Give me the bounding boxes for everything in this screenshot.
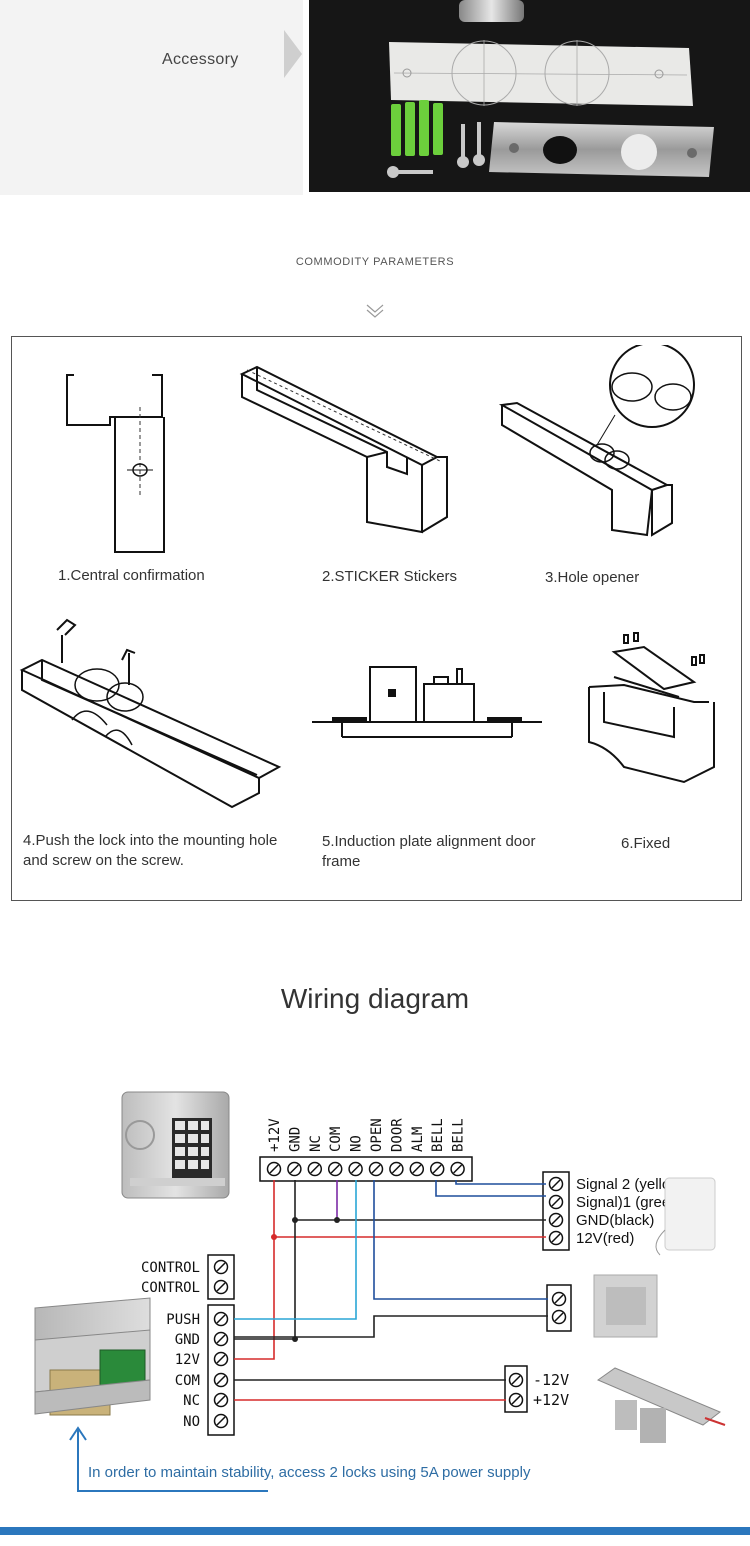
step-3-illustration [498, 345, 695, 537]
keypad-terminal-label: GND [287, 1127, 303, 1152]
wiring-diagram-title: Wiring diagram [280, 983, 470, 1014]
sensor-label: GND(black) [576, 1212, 654, 1229]
step-2-caption: 2.STICKER Stickers [322, 568, 458, 585]
psu-terminal-screw-slot [216, 1354, 226, 1364]
psu-label: 12V [175, 1352, 201, 1368]
access-keypad-image [121, 1091, 230, 1199]
chevron-right-icon [284, 30, 302, 78]
keypad-terminal-screw-slot [289, 1164, 299, 1174]
psu-label: PUSH [166, 1312, 200, 1328]
psu-terminal-block [207, 1304, 235, 1436]
accessory-photo [309, 0, 750, 192]
psu-label: CONTROL [141, 1280, 200, 1296]
keypad-terminal-screw-slot [351, 1164, 361, 1174]
accessory-label-panel: Accessory [0, 0, 303, 195]
psu-label: GND [175, 1332, 200, 1348]
keypad-terminal-screw-slot [432, 1164, 442, 1174]
commodity-parameters-heading: COMMODITY PARAMETERS [295, 256, 455, 268]
keypad-terminal-label: DOOR [389, 1118, 405, 1152]
keypad-terminal-screw-slot [371, 1164, 381, 1174]
sensor-terminal-screw-slot [551, 1197, 561, 1207]
step-5-illustration [312, 666, 542, 738]
psu-terminals [213, 1259, 229, 1429]
psu-terminal-screw-slot [216, 1262, 226, 1272]
sensor-labels: Signal 2 (yellow)Signal)1 (greenGND(blac… [576, 1176, 686, 1247]
exit-button-terminals [551, 1291, 567, 1325]
sensor-label: Signal)1 (green [576, 1194, 679, 1211]
sensor-terminals [548, 1176, 564, 1246]
step-4-illustration [19, 618, 282, 809]
accessory-label: Accessory [162, 51, 239, 68]
accessory-banner: Accessory [0, 0, 750, 195]
step-2-illustration [239, 365, 448, 534]
psu-labels: CONTROL CONTROL PUSH GND 12V COM NC NO [141, 1260, 201, 1430]
psu-label: COM [175, 1373, 200, 1389]
sensor-label: Signal 2 (yellow) [576, 1176, 686, 1193]
step-4-caption: 4.Push the lock into the mounting hole a… [23, 832, 278, 869]
double-chevron-down-icon [366, 304, 384, 318]
keypad-terminal-label: NC [308, 1135, 324, 1152]
psu-terminal-screw-slot [216, 1282, 226, 1292]
lock-terminal-screw-slot [511, 1375, 521, 1385]
bolt-lock-image [596, 1367, 726, 1443]
installation-steps-panel: 1.Central confirmation 2.STICKER Sticker… [11, 336, 742, 901]
sensor-device-image [655, 1177, 716, 1256]
lock-labels: -12V +12V [533, 1371, 569, 1409]
lock-terminal-screw-slot [511, 1395, 521, 1405]
psu-label: NC [183, 1393, 200, 1409]
keypad-terminal-screw-slot [412, 1164, 422, 1174]
keypad-terminal-screw-slot [269, 1164, 279, 1174]
lock-label: -12V [533, 1371, 569, 1389]
power-supply-image [34, 1297, 151, 1416]
step-1-caption: 1.Central confirmation [58, 567, 205, 584]
keypad-terminals [266, 1161, 465, 1177]
sensor-label: 12V(red) [576, 1230, 634, 1247]
keypad-terminal-label: BELL [430, 1118, 446, 1152]
step-6-illustration [588, 632, 715, 784]
exit-button-image [593, 1274, 658, 1338]
psu-terminal-screw-slot [216, 1334, 226, 1344]
psu-terminal-screw-slot [216, 1395, 226, 1405]
psu-terminal-screw-slot [216, 1375, 226, 1385]
keypad-terminal-label: COM [328, 1127, 344, 1152]
bottom-accent-bar [0, 1527, 750, 1535]
keypad-terminal-label: +12V [267, 1118, 283, 1152]
keypad-terminal-label: ALM [410, 1127, 426, 1152]
exit-button-terminal-screw-slot [554, 1312, 564, 1322]
psu-label: CONTROL [141, 1260, 200, 1276]
psu-terminal-screw-slot [216, 1314, 226, 1324]
psu-terminal-screw-slot [216, 1416, 226, 1426]
lock-terminals [508, 1372, 524, 1408]
wiring-note: In order to maintain stability, access 2… [88, 1464, 531, 1481]
step-5-caption: 5.Induction plate alignment door frame [322, 833, 536, 870]
keypad-terminal-label: OPEN [369, 1118, 385, 1152]
sensor-terminal-screw-slot [551, 1233, 561, 1243]
keypad-terminal-label: BELL [451, 1118, 467, 1152]
keypad-terminal-screw-slot [453, 1164, 463, 1174]
keypad-terminal-screw-slot [330, 1164, 340, 1174]
note-arrow-icon [69, 1426, 268, 1492]
lock-label: +12V [533, 1391, 569, 1409]
exit-button-terminal-screw-slot [554, 1294, 564, 1304]
step-1-illustration [66, 374, 165, 553]
step-3-caption: 3.Hole opener [545, 569, 640, 586]
keypad-terminal-label: NO [349, 1135, 365, 1152]
sensor-terminal-screw-slot [551, 1179, 561, 1189]
keypad-terminal-screw-slot [391, 1164, 401, 1174]
step-6-caption: 6.Fixed [621, 835, 671, 852]
keypad-terminal-screw-slot [310, 1164, 320, 1174]
sensor-terminal-screw-slot [551, 1215, 561, 1225]
psu-label: NO [183, 1414, 200, 1430]
